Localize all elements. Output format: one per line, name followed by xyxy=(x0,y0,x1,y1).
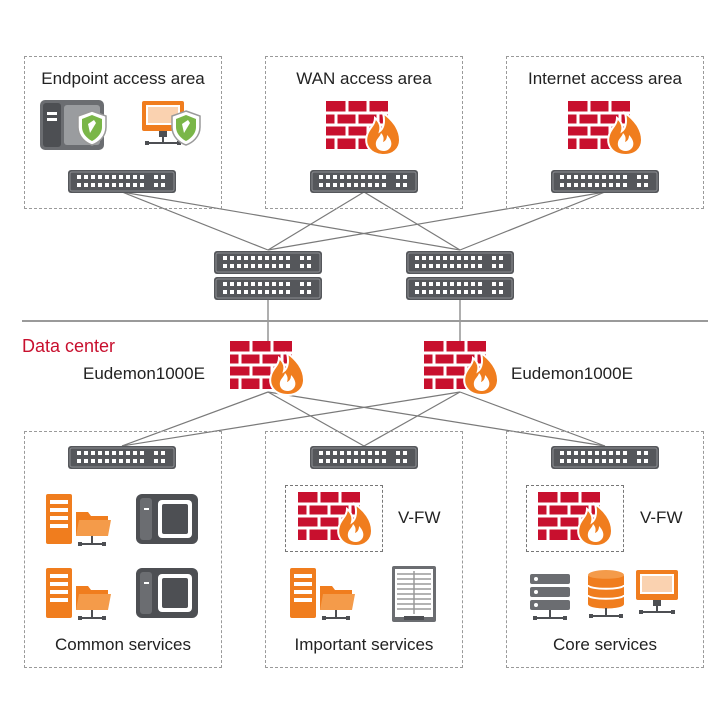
database-icon xyxy=(587,569,625,619)
link-endpoint-core2 xyxy=(121,191,461,251)
firewall-name-left: Eudemon1000E xyxy=(83,364,205,383)
data-center-label: Data center xyxy=(22,336,116,356)
link-fw1-core xyxy=(267,391,606,447)
switch-icon xyxy=(309,445,419,470)
common-services-label: Common services xyxy=(54,635,192,654)
firewall-name-right: Eudemon1000E xyxy=(511,364,633,383)
server-stack-icon xyxy=(529,573,571,621)
firewall-icon xyxy=(296,490,374,548)
core-switch-icon xyxy=(213,250,323,275)
link-fw2-core xyxy=(459,391,606,447)
link-endpoint-core1 xyxy=(121,191,269,251)
folder-icon xyxy=(75,585,112,621)
switch-icon xyxy=(309,169,419,194)
internet-access-area-label: Internet access area xyxy=(527,69,683,88)
link-internet-core2 xyxy=(459,191,606,251)
endpoint-access-area-label: Endpoint access area xyxy=(41,69,205,88)
switch-icon xyxy=(550,169,660,194)
firewall-icon xyxy=(422,339,500,397)
wan-access-area: WAN access area xyxy=(265,56,463,209)
important-services-label: Important services xyxy=(294,635,434,654)
vfw-box-important xyxy=(285,485,383,552)
vfw-label-important: V-FW xyxy=(398,508,441,527)
switch-icon xyxy=(550,445,660,470)
important-services-area: Important services xyxy=(265,431,463,668)
endpoint-access-area: Endpoint access area xyxy=(24,56,222,209)
shield-icon xyxy=(171,110,201,146)
folder-icon xyxy=(75,511,112,547)
internet-access-area: Internet access area xyxy=(506,56,704,209)
core-services-label: Core services xyxy=(553,635,657,654)
core-switch-icon xyxy=(213,276,323,301)
link-wan-core2 xyxy=(363,191,461,251)
phone-icon xyxy=(136,568,198,618)
switch-icon xyxy=(67,445,177,470)
core-switch-icon xyxy=(405,276,515,301)
core-services-area: Core services xyxy=(506,431,704,668)
wan-access-area-label: WAN access area xyxy=(296,69,432,88)
firewall-icon xyxy=(566,99,644,157)
switch-icon xyxy=(67,169,177,194)
link-internet-core1 xyxy=(267,191,606,251)
folder-icon xyxy=(319,585,356,621)
link-fw1-common xyxy=(121,391,269,447)
server-icon xyxy=(46,568,72,618)
link-fw2-important xyxy=(363,391,461,447)
link-fw1-important xyxy=(267,391,365,447)
firewall-icon xyxy=(536,490,614,548)
common-services-area: Common services xyxy=(24,431,222,668)
firewall-icon xyxy=(324,99,402,157)
link-fw2-common xyxy=(121,391,461,447)
link-wan-core1 xyxy=(267,191,365,251)
computer-icon xyxy=(635,569,679,615)
phone-icon xyxy=(136,494,198,544)
vfw-box-core xyxy=(526,485,624,552)
server-icon xyxy=(46,494,72,544)
rack-server-icon xyxy=(391,565,437,623)
server-icon xyxy=(290,568,316,618)
core-switch-icon xyxy=(405,250,515,275)
firewall-icon xyxy=(228,339,306,397)
vfw-label-core: V-FW xyxy=(640,508,683,527)
